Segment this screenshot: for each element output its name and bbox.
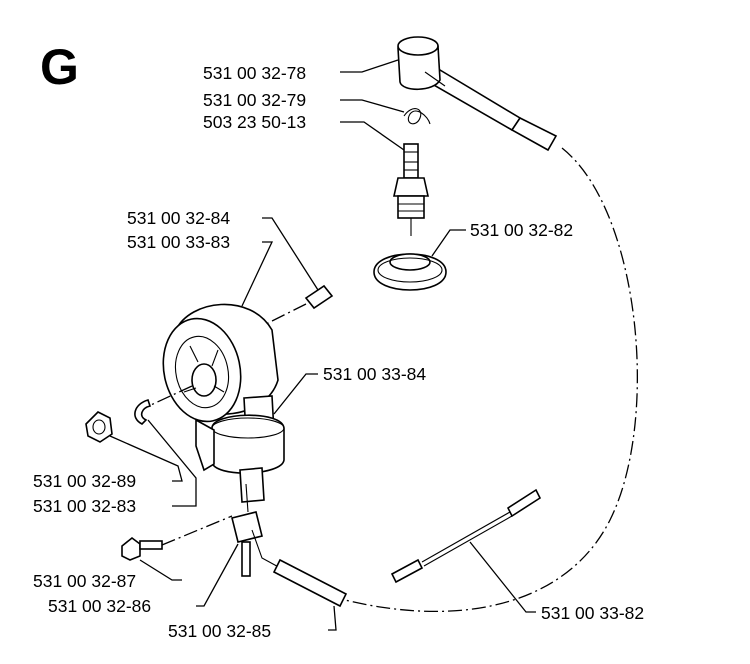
short-cable-drawing xyxy=(390,488,542,584)
label-bracket: 531 00 32-86 xyxy=(48,596,151,616)
leader-nut xyxy=(109,435,183,482)
leader-key xyxy=(262,217,319,291)
ht-lead-dashed xyxy=(344,147,638,612)
label-cap: 531 00 32-78 xyxy=(203,63,306,83)
leader-boot xyxy=(431,229,466,257)
label-key: 531 00 32-84 xyxy=(127,208,230,228)
label-spring: 531 00 32-79 xyxy=(203,90,306,110)
leader-plug xyxy=(340,121,405,151)
label-screw: 531 00 32-87 xyxy=(33,571,136,591)
label-boot: 531 00 32-82 xyxy=(470,220,573,240)
label-coil: 531 00 33-84 xyxy=(323,364,426,384)
spark-plug-cap-drawing xyxy=(397,36,558,152)
label-plug: 503 23 50-13 xyxy=(203,112,306,132)
leader-bracket xyxy=(196,543,239,607)
label-switch-cable: 531 00 32-85 xyxy=(168,621,271,641)
label-cable: 531 00 33-82 xyxy=(541,603,644,623)
flywheel-drawing xyxy=(139,303,279,423)
bracket-drawing xyxy=(231,483,263,577)
leader-cable xyxy=(469,541,536,613)
spark-plug-drawing xyxy=(393,143,429,236)
switch-cable-drawing xyxy=(251,529,348,608)
nut-drawing xyxy=(85,411,113,443)
leader-switch-cable xyxy=(328,605,337,631)
leader-cap xyxy=(340,59,399,73)
leader-flywheel xyxy=(241,241,274,307)
label-washer: 531 00 32-83 xyxy=(33,496,136,516)
section-letter: G xyxy=(40,39,79,95)
leader-spring xyxy=(340,99,405,113)
spring-clip-drawing xyxy=(403,108,431,125)
key-drawing xyxy=(261,284,334,327)
boot-drawing xyxy=(373,253,447,291)
washer-drawing xyxy=(134,399,152,425)
ignition-coil-drawing xyxy=(195,395,285,503)
screw-drawing xyxy=(121,515,233,561)
leader-washer xyxy=(147,419,197,507)
label-flywheel: 531 00 33-83 xyxy=(127,232,230,252)
leader-coil xyxy=(273,373,318,415)
label-nut: 531 00 32-89 xyxy=(33,471,136,491)
leader-screw xyxy=(139,559,182,581)
